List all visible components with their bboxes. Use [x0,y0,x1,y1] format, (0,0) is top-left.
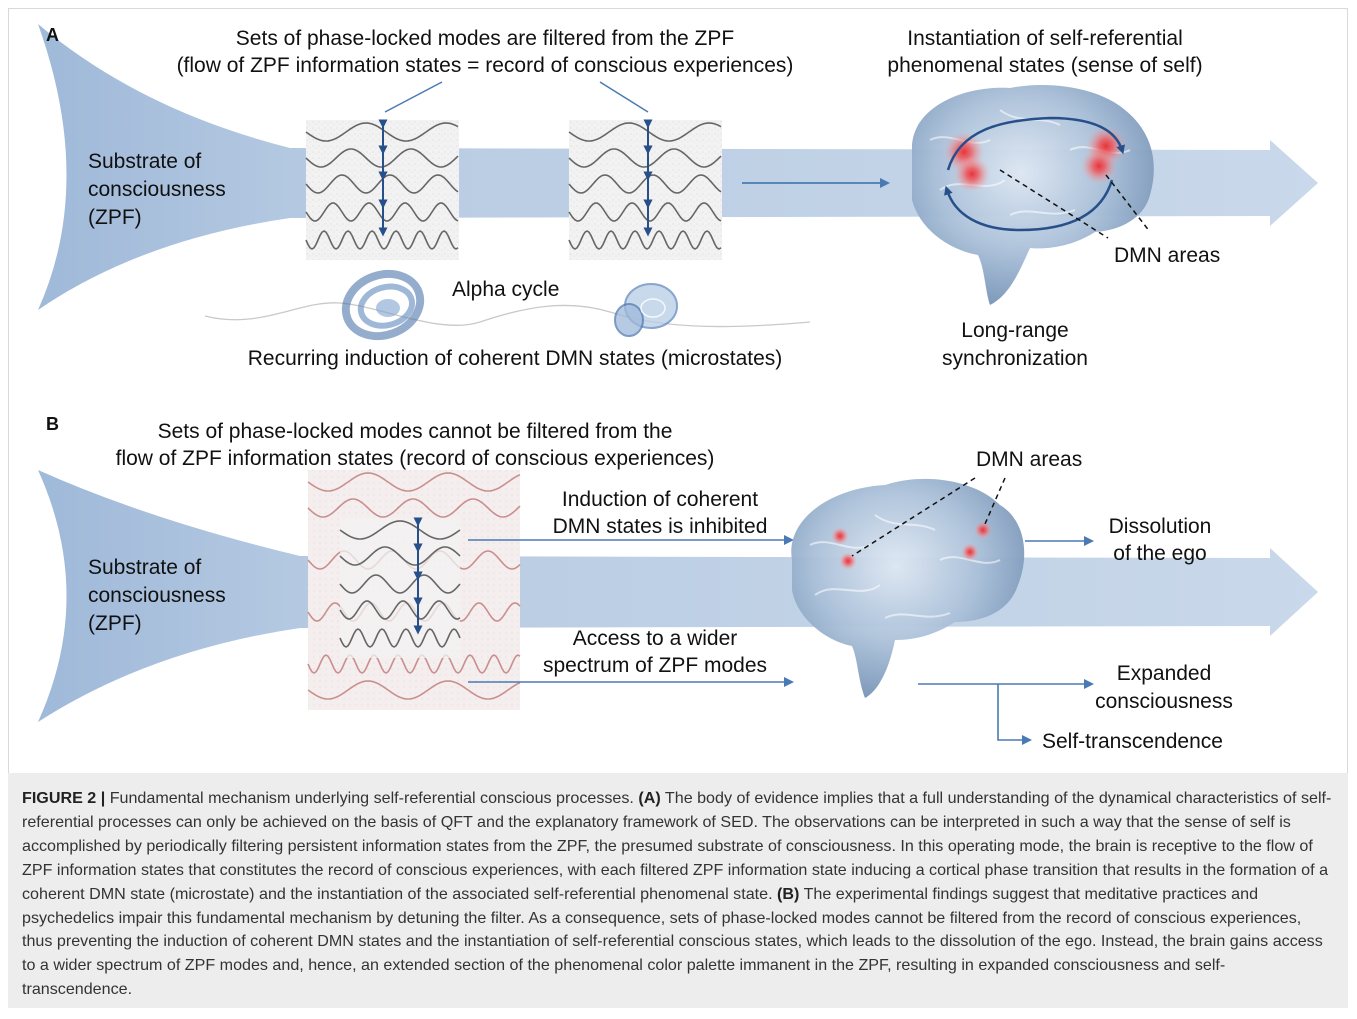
dmn-pointer-line [1105,174,1151,233]
substrate-b-line1: Substrate of [88,556,202,579]
wave-line [307,680,521,700]
dmn-hotspot [954,156,990,192]
brain-image [911,84,1154,306]
filter-box-a2 [568,119,722,260]
caption-a-label: (A) [638,789,661,807]
wave-line [339,574,461,594]
wave-set [305,119,459,250]
dmn-pointer-line [851,477,976,557]
filter-pointer-line [599,81,649,113]
wave-line [305,230,459,250]
caption-b-text: The experimental findings suggest that m… [22,884,1323,999]
panel-b-flow [38,470,1318,722]
instantiation-line1: Instantiation of self-referential [907,27,1183,50]
dmn-pointer-line [999,169,1109,239]
dmn-hotspot [974,521,992,539]
wave-line [339,628,461,648]
attractor-icon [341,269,425,341]
caption-b-label: (B) [777,884,800,903]
panel-b-letter: B [46,414,59,434]
filter-title-line1: Sets of phase-locked modes are filtered … [235,27,735,50]
diagram-canvas [38,24,1318,745]
alpha-cycle-label: Alpha cycle [452,278,560,301]
filter-box-b [307,470,521,710]
wave-line [307,654,521,674]
self-transcendence-label: Self-transcendence [1042,730,1223,753]
dmn-hotspot [839,552,857,570]
wave-set [568,119,722,250]
wave-set [339,517,461,648]
sync-line1: Long-range [961,319,1069,342]
figure-caption: FIGURE 2 | Fundamental mechanism underly… [22,787,1334,1002]
caption-title: Fundamental mechanism underlying self-re… [109,789,634,807]
sync-line2: synchronization [942,347,1088,370]
caption-box: FIGURE 2 | Fundamental mechanism underly… [8,773,1348,1008]
dissolution-line2: of the ego [1113,542,1207,565]
expanded-line2: consciousness [1095,690,1233,713]
panel-b-title-line1: Sets of phase-locked modes cannot be fil… [157,420,673,443]
dmn-hotspot [1081,148,1117,184]
dmn-hotspot [961,543,979,561]
substrate-a-line1: Substrate of [88,150,202,173]
wave-line [339,600,461,620]
attractor-icon [614,283,678,337]
expanded-line1: Expanded [1116,662,1212,685]
access-line2: spectrum of ZPF modes [542,654,768,677]
substrate-b-line3: (ZPF) [88,612,142,635]
wave-line [307,472,521,492]
recurring-label: Recurring induction of coherent DMN stat… [247,347,783,370]
figure-label: FIGURE 2 | [22,789,106,807]
inhibited-line1: Induction of coherent [561,488,759,511]
substrate-a-line2: consciousness [88,178,226,201]
wave-line [339,546,461,566]
alpha-cycle-wave [204,302,811,328]
inhibited-line2: DMN states is inhibited [552,515,768,538]
instantiation-line2: phenomenal states (sense of self) [887,54,1203,77]
expanded-arrows [918,679,1094,745]
filter-title-line2: (flow of ZPF information states = record… [176,54,794,77]
wave-line [568,230,722,250]
caption-a-text: The body of evidence implies that a full… [22,789,1332,903]
dmn-hotspot [831,527,849,545]
filter-pointer-line [384,81,443,113]
brain-image [791,478,1025,698]
access-line1: Access to a wider [572,627,738,650]
dmn-label-a: DMN areas [1114,244,1221,267]
filter-box-a1 [305,119,459,260]
substrate-b-line2: consciousness [88,584,226,607]
substrate-a-line3: (ZPF) [88,206,142,229]
wave-line [307,498,521,518]
dissolution-line1: Dissolution [1108,515,1212,538]
panel-b-title-line2: flow of ZPF information states (record o… [115,447,715,470]
wave-line [339,520,461,540]
panel-a-letter: A [46,25,59,45]
dmn-label-b: DMN areas [976,448,1083,471]
